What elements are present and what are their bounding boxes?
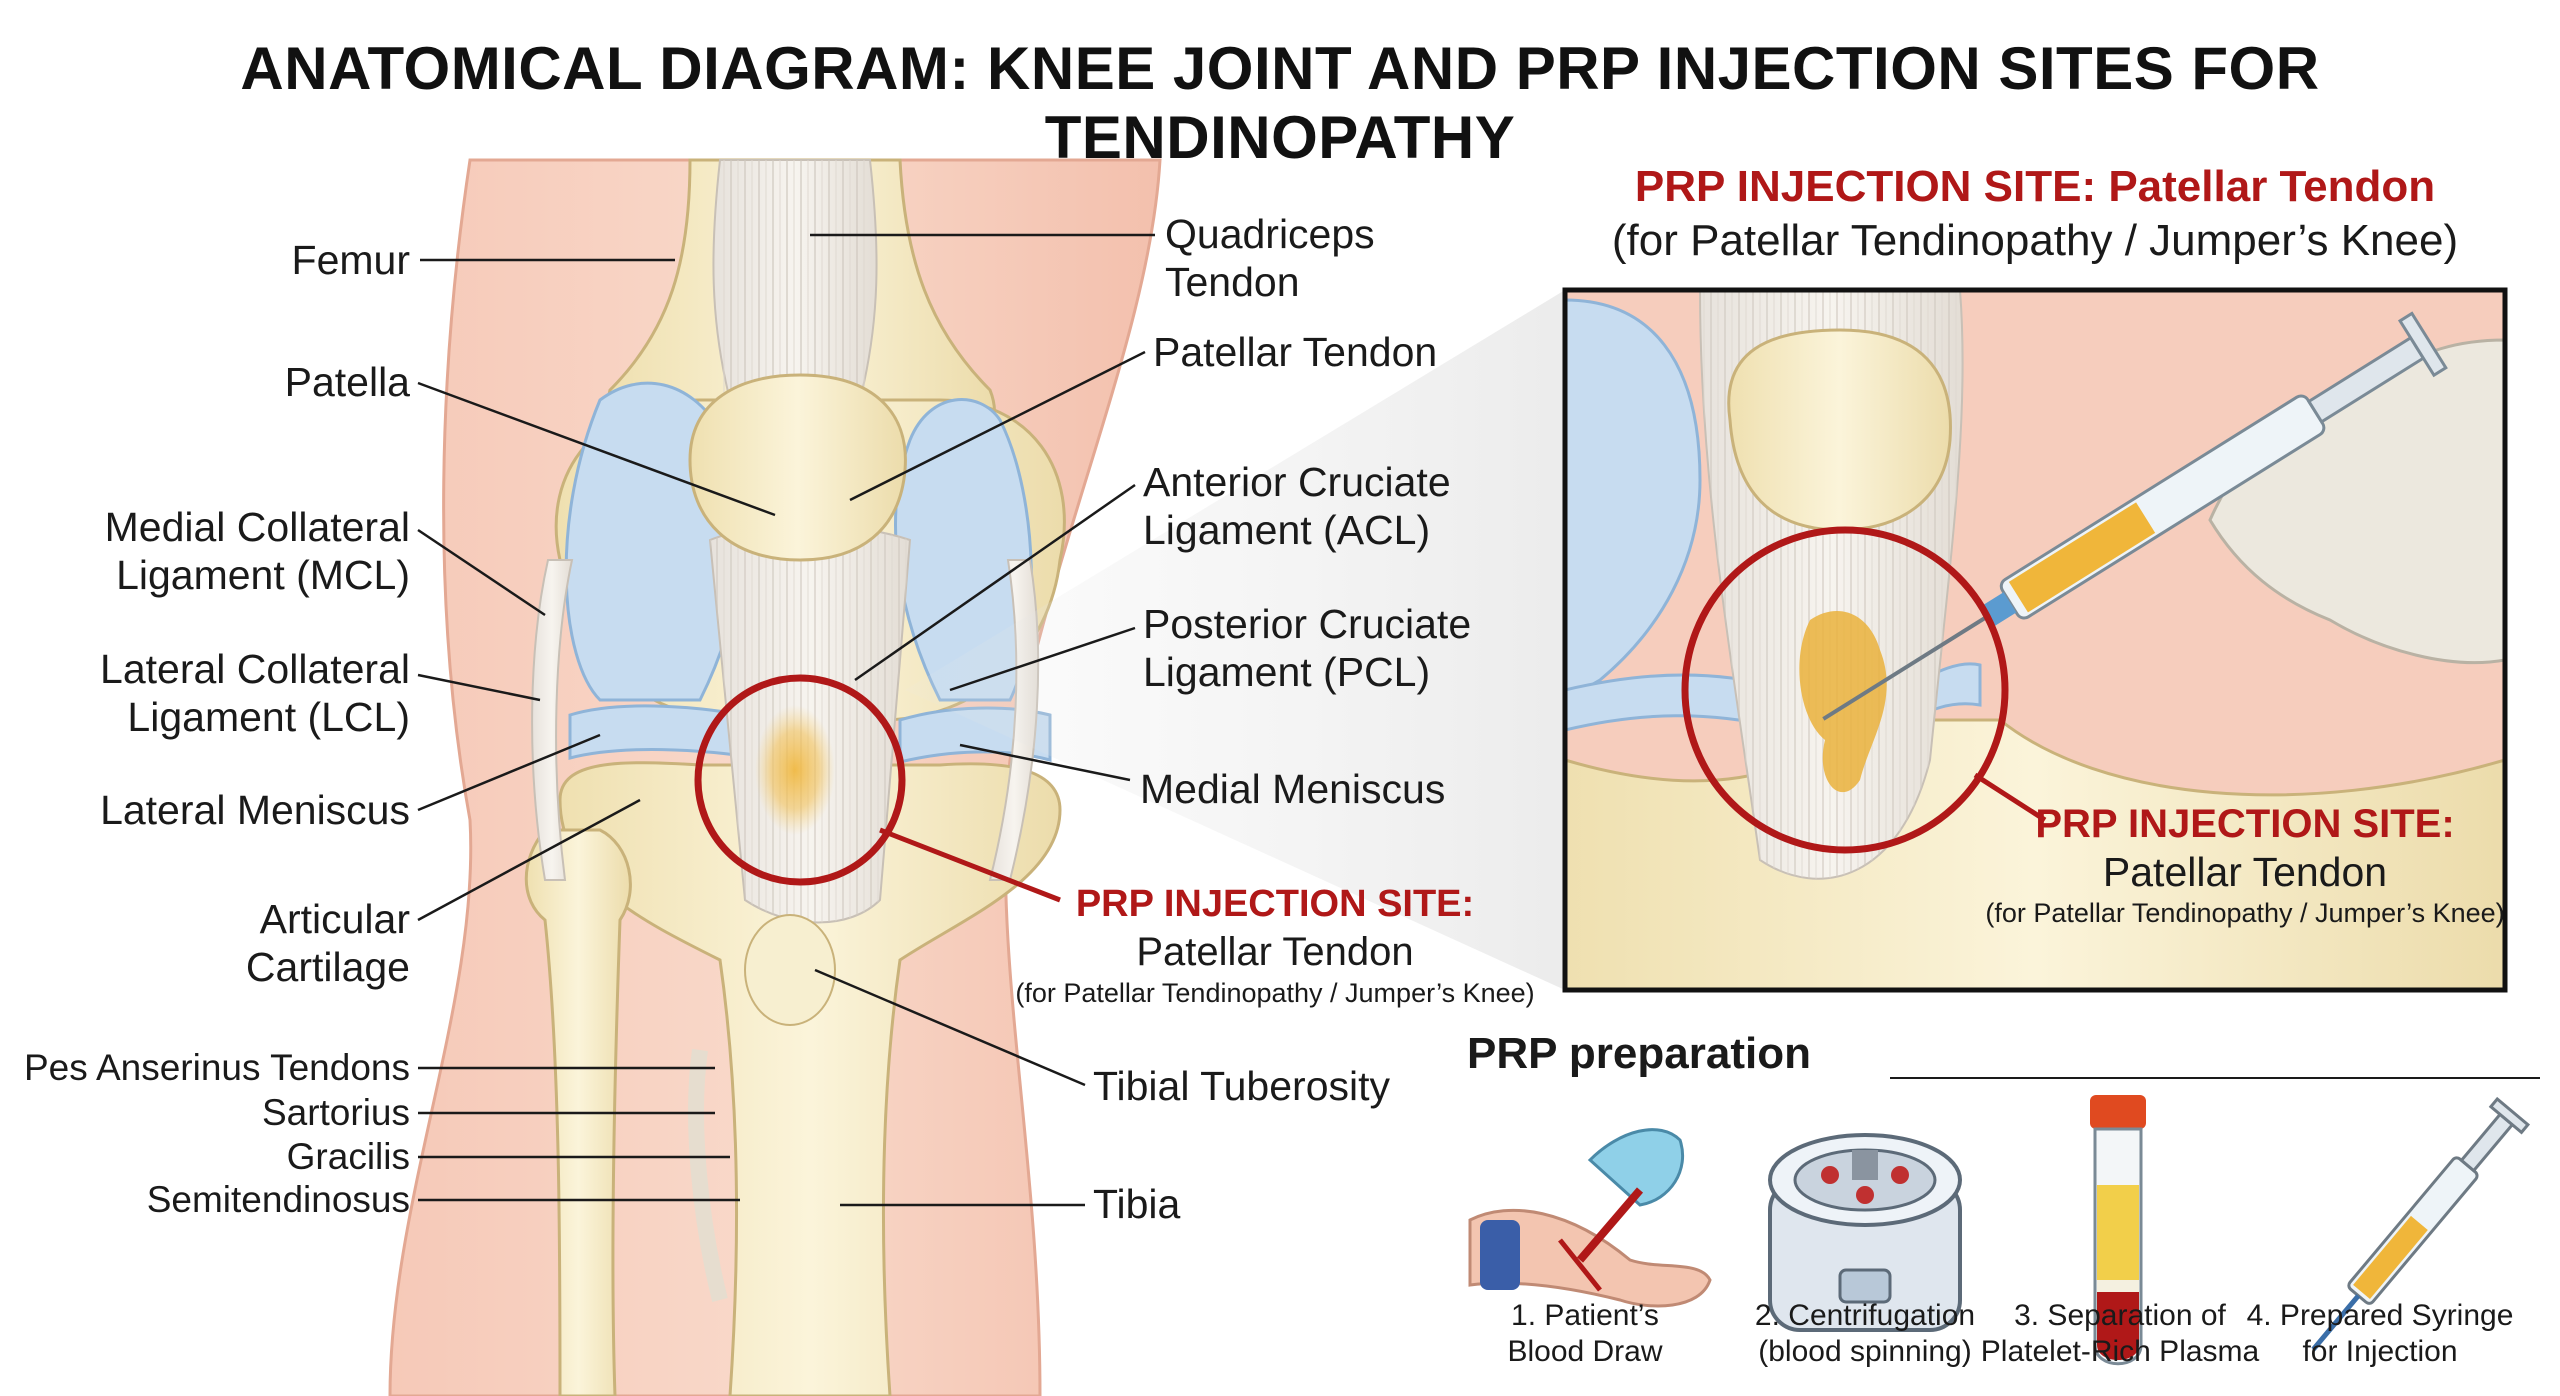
injection-site-circle <box>694 674 906 886</box>
inset-frame <box>1562 287 2508 993</box>
inset-injection-circle <box>1681 526 2009 854</box>
inset-callout: PRP INJECTION SITE: Patellar Tendon (for… <box>1985 800 2505 930</box>
inset-title-line2: (for Patellar Tendinopathy / Jumper’s Kn… <box>1611 216 2459 265</box>
prep-step-2: 2. Centrifugation (blood spinning) <box>1700 1298 2030 1370</box>
pes-anserinus-shape <box>688 1048 728 1302</box>
inset-callout-name: Patellar Tendon <box>2102 849 2388 895</box>
prep-step-1-line1: 1. Patient’s <box>1511 1299 1659 1332</box>
label-medial-meniscus: Medial Meniscus <box>1140 766 1446 812</box>
mcl-shape <box>531 559 574 881</box>
label-patellar-tendon: Patellar Tendon <box>1153 329 1438 375</box>
zoom-projection <box>905 290 1565 990</box>
syringe-icon <box>2311 1096 2531 1351</box>
inset-illustration <box>1562 287 2508 993</box>
tibia <box>558 761 1062 1396</box>
label-sartorius: Sartorius <box>261 1092 410 1133</box>
patella <box>688 373 907 562</box>
label-semitendinosus: Semitendinosus <box>146 1179 410 1220</box>
inset-callout-heading: PRP INJECTION SITE: <box>2035 802 2455 846</box>
label-pcl-line1: Posterior Cruciate <box>1143 601 1472 647</box>
label-mcl-line2: Ligament (MCL) <box>116 552 410 598</box>
label-articular-cartilage: Articular Cartilage <box>40 895 410 991</box>
label-pcl: Posterior Cruciate Ligament (PCL) <box>1143 600 1471 696</box>
articular-cartilage-right <box>894 398 1033 702</box>
prep-step-2-line2: (blood spinning) <box>1758 1335 1972 1368</box>
label-quadriceps-line2: Tendon <box>1165 259 1300 305</box>
inset-pointer <box>1973 772 2047 823</box>
label-gracilis: Gracilis <box>286 1136 410 1177</box>
injection-site-note: (for Patellar Tendinopathy / Jumper’s Kn… <box>1015 978 1535 1008</box>
label-mcl: Medial Collateral Ligament (MCL) <box>40 503 410 599</box>
centrifuge-icon <box>1768 1133 1962 1332</box>
tibial-tuberosity-shape <box>744 914 836 1026</box>
prp-preparation-heading: PRP preparation <box>1467 1029 1811 1078</box>
inset-prp-spot <box>1799 611 1887 793</box>
label-acl: Anterior Cruciate Ligament (ACL) <box>1143 458 1451 554</box>
label-lcl-line2: Ligament (LCL) <box>127 694 410 740</box>
inset-patella <box>1727 328 1952 532</box>
label-femur: Femur <box>291 237 410 283</box>
prep-step-2-line1: 2. Centrifugation <box>1754 1299 1976 1332</box>
label-tibia: Tibia <box>1093 1181 1181 1227</box>
inset-callout-note: (for Patellar Tendinopathy / Jumper’s Kn… <box>1985 898 2505 928</box>
label-pcl-line2: Ligament (PCL) <box>1143 649 1431 695</box>
inset-syringe <box>1822 311 2448 721</box>
prep-step-1-line2: Blood Draw <box>1507 1335 1663 1368</box>
label-lcl-line1: Lateral Collateral <box>100 646 410 692</box>
label-mcl-line1: Medial Collateral <box>104 504 410 550</box>
page-title: ANATOMICAL DIAGRAM: KNEE JOINT AND PRP I… <box>240 35 2320 171</box>
label-cartilage-line1: Articular <box>259 896 410 942</box>
label-quadriceps-tendon: Quadriceps Tendon <box>1165 210 1375 306</box>
label-tibial-tuberosity: Tibial Tuberosity <box>1093 1063 1390 1109</box>
prep-step-4-line1: 4. Prepared Syringe <box>2246 1299 2514 1332</box>
injection-site-heading: PRP INJECTION SITE: <box>1075 883 1475 925</box>
prep-step-3: 3. Separation of Platelet-Rich Plasma <box>1955 1298 2285 1370</box>
label-acl-line1: Anterior Cruciate <box>1143 459 1451 505</box>
injection-site-callout: PRP INJECTION SITE: Patellar Tendon (for… <box>1000 880 1550 1010</box>
inset-title: PRP INJECTION SITE: Patellar Tendon (for… <box>1550 160 2520 268</box>
inset-title-line1: PRP INJECTION SITE: Patellar Tendon <box>1634 162 2436 211</box>
label-acl-line2: Ligament (ACL) <box>1143 507 1431 553</box>
label-patella: Patella <box>284 359 410 405</box>
label-lateral-meniscus: Lateral Meniscus <box>100 787 410 833</box>
blood-draw-icon <box>1468 1128 1712 1308</box>
prep-step-3-line1: 3. Separation of <box>2014 1299 2226 1332</box>
prp-spot <box>755 705 835 835</box>
prep-step-4-line2: for Injection <box>2302 1335 2458 1368</box>
prep-step-1: 1. Patient’s Blood Draw <box>1420 1298 1750 1370</box>
knee-illustration <box>388 158 1162 1396</box>
label-quadriceps-line1: Quadriceps <box>1165 211 1375 257</box>
leader-lines <box>417 233 2540 1207</box>
label-cartilage-line2: Cartilage <box>245 944 410 990</box>
label-lcl: Lateral Collateral Ligament (LCL) <box>40 645 410 741</box>
injection-pointer <box>879 827 1061 903</box>
injection-site-name: Patellar Tendon <box>1136 930 1414 974</box>
label-pes-anserinus: Pes Anserinus Tendons <box>23 1047 410 1088</box>
prep-step-3-line2: Platelet-Rich Plasma <box>1980 1335 2260 1368</box>
prep-step-4: 4. Prepared Syringe for Injection <box>2215 1298 2545 1370</box>
test-tube-icon <box>2090 1095 2146 1366</box>
